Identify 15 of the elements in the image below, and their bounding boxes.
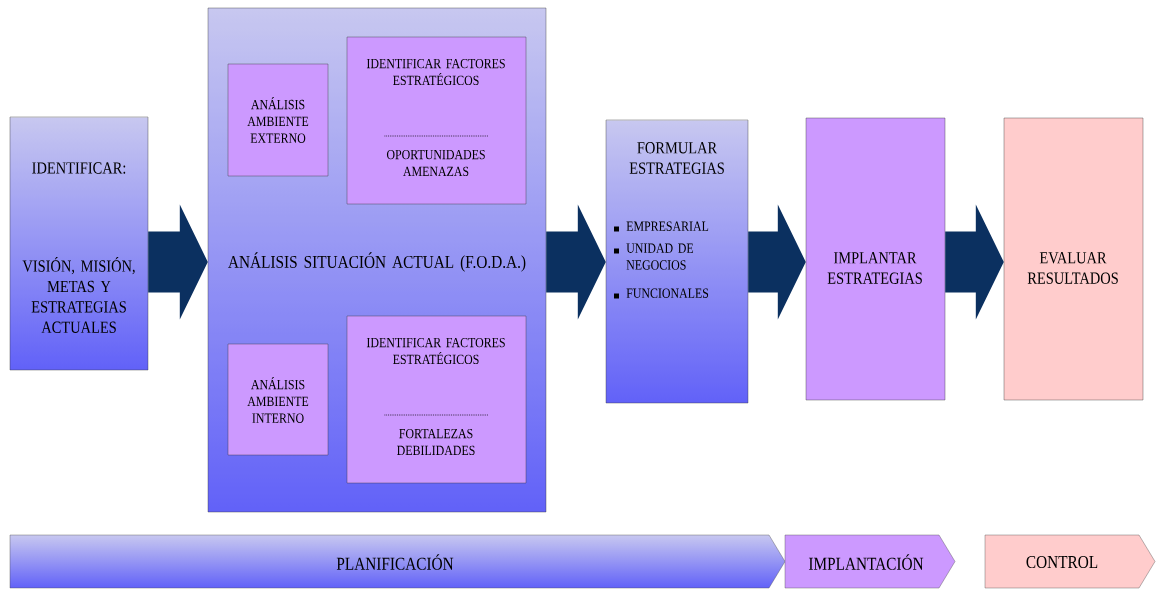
process-box: IMPLANTAR ESTRATEGIAS	[805, 117, 946, 401]
factor-box: IDENTIFICAR FACTORES ESTRATÉGICOS FORTALEZAS DEBILIDADES	[346, 315, 527, 484]
block-arrow	[148, 204, 208, 320]
phase-band: CONTROL	[984, 534, 1156, 589]
process-box: ANÁLISIS AMBIENTE INTERNO	[227, 343, 329, 456]
process-box: FORMULAR ESTRATEGIAS EMPRESARIAL UNIDAD DE NEGOCIOS FUNCIONALES	[605, 119, 749, 404]
phase-band: IMPLANTACIÓN	[784, 534, 956, 589]
phase-band: PLANIFICACIÓN	[9, 534, 786, 589]
block-arrow	[748, 204, 806, 320]
process-box: ANÁLISIS AMBIENTE EXTERNO	[227, 63, 329, 177]
factor-box: IDENTIFICAR FACTORES ESTRATÉGICOS OPORTUNIDADES AMENAZAS	[346, 36, 527, 205]
block-arrow	[546, 204, 606, 320]
process-box: IDENTIFICAR: VISIÓN, MISIÓN, METAS Y ESTRATEGIAS ACTUALES	[9, 116, 149, 371]
block-arrow	[945, 204, 1004, 320]
process-box: EVALUAR RESULTADOS	[1003, 117, 1144, 401]
